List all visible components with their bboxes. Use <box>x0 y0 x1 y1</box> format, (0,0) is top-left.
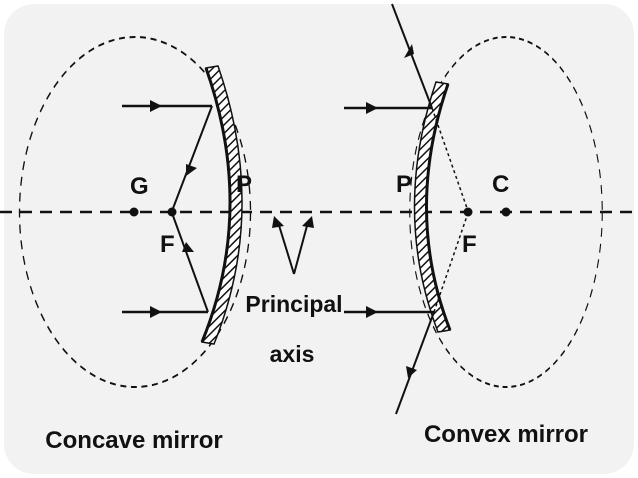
convex-virtual-ray-top <box>431 107 469 212</box>
convex-incident-arrow-bottom <box>366 306 378 318</box>
convex-center-label: C <box>492 171 509 198</box>
concave-dashed-circle <box>18 36 252 388</box>
convex-incident-arrow-top <box>366 102 378 114</box>
concave-incident-arrow-top <box>150 100 162 112</box>
concave-mirror-caption: Concave mirror <box>45 427 222 454</box>
convex-mirror-caption: Convex mirror <box>424 421 588 448</box>
convex-reflected-ray-top <box>391 3 433 109</box>
concave-reflected-arrow-top <box>186 164 197 176</box>
convex-reflected-arrow-bottom <box>406 366 417 378</box>
axis-pointer-left <box>277 221 295 275</box>
concave-reflected-ray-top <box>171 105 213 212</box>
convex-reflected-ray-bottom <box>395 311 435 415</box>
axis-pointer-right-arrowhead <box>302 216 314 228</box>
convex-center-point <box>501 207 511 217</box>
convex-dashed-circle <box>409 36 603 388</box>
concave-incident-arrow-bottom <box>150 306 162 318</box>
principal-axis-label-line2: axis <box>270 341 315 367</box>
concave-center-label: G <box>130 173 149 200</box>
concave-pole-label: P <box>236 171 252 198</box>
concave-focus-label: F <box>160 231 175 258</box>
convex-focus-label: F <box>462 231 477 258</box>
convex-mirror-surface <box>425 83 452 331</box>
panel-background <box>4 4 634 474</box>
concave-focus-point <box>167 207 177 217</box>
concave-mirror-surface <box>200 67 232 343</box>
principal-axis-label-line1: Principal <box>245 291 342 317</box>
concave-reflected-arrow-bottom <box>182 242 194 252</box>
axis-pointer-left-arrowhead <box>272 216 284 228</box>
convex-focus-point <box>463 207 473 217</box>
convex-pole-label: P <box>396 171 412 198</box>
convex-reflected-arrow-top <box>404 44 414 58</box>
concave-reflected-ray-bottom <box>171 212 209 313</box>
concave-center-point <box>129 207 139 217</box>
axis-pointer-right <box>293 221 309 275</box>
